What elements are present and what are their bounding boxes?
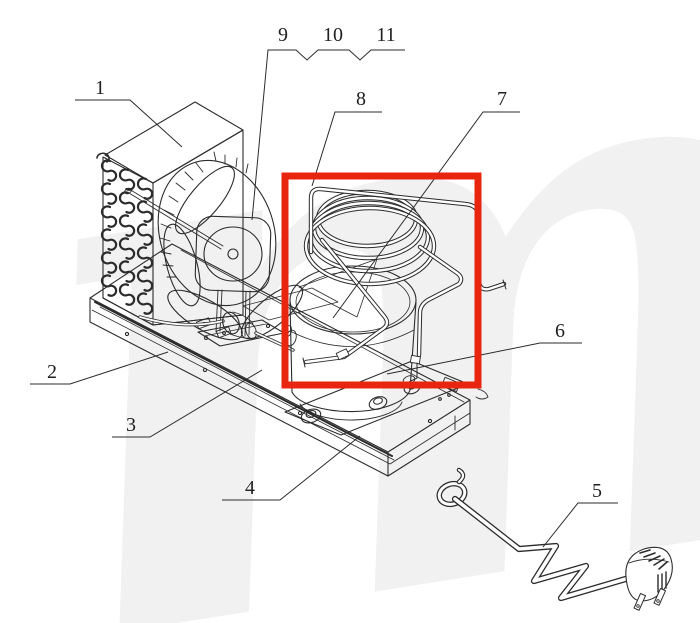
callout-label: 3 bbox=[126, 414, 136, 436]
callout-label: 1 bbox=[95, 77, 105, 99]
unit-drawing bbox=[89, 101, 673, 611]
callout-label: 7 bbox=[497, 88, 507, 110]
callout-label: 9 bbox=[278, 24, 288, 46]
leader-line bbox=[75, 99, 183, 148]
callout-label: 11 bbox=[376, 24, 395, 46]
callout-label: 5 bbox=[592, 480, 602, 502]
fan-shroud-drawing bbox=[157, 151, 277, 307]
leader-line bbox=[311, 111, 382, 187]
callout-1: 1 bbox=[75, 77, 183, 148]
leader-line bbox=[542, 502, 618, 548]
callout-6: 6 bbox=[386, 320, 582, 375]
fan-motor-drawing bbox=[124, 165, 304, 347]
callout-label: 6 bbox=[555, 320, 565, 342]
callout-label: 4 bbox=[245, 477, 255, 499]
plug-drawing bbox=[625, 546, 673, 611]
leader-line bbox=[386, 342, 582, 375]
power-cord-drawing bbox=[436, 467, 673, 611]
callout-label: 2 bbox=[47, 361, 57, 383]
callout-5: 5 bbox=[542, 480, 618, 548]
leader-line bbox=[112, 369, 263, 438]
base-plate-drawing bbox=[89, 243, 471, 477]
callout-7: 7 bbox=[332, 88, 520, 319]
leader-line bbox=[251, 49, 405, 221]
highlight-box bbox=[281, 172, 482, 389]
callout-8: 8 bbox=[311, 88, 382, 187]
callout-4: 4 bbox=[222, 435, 361, 501]
callouts: 1 2 3 4 5 6 7 8 bbox=[30, 24, 618, 548]
leader-line bbox=[332, 111, 520, 319]
callout-label: 10 bbox=[323, 24, 343, 46]
leader-line bbox=[222, 435, 361, 501]
callout-2: 2 bbox=[30, 351, 169, 385]
callout-3: 3 bbox=[112, 369, 263, 438]
callout-label: 8 bbox=[356, 88, 366, 110]
leader-line bbox=[30, 351, 169, 385]
callout-group-9-10-11: 9 10 11 bbox=[251, 24, 405, 221]
